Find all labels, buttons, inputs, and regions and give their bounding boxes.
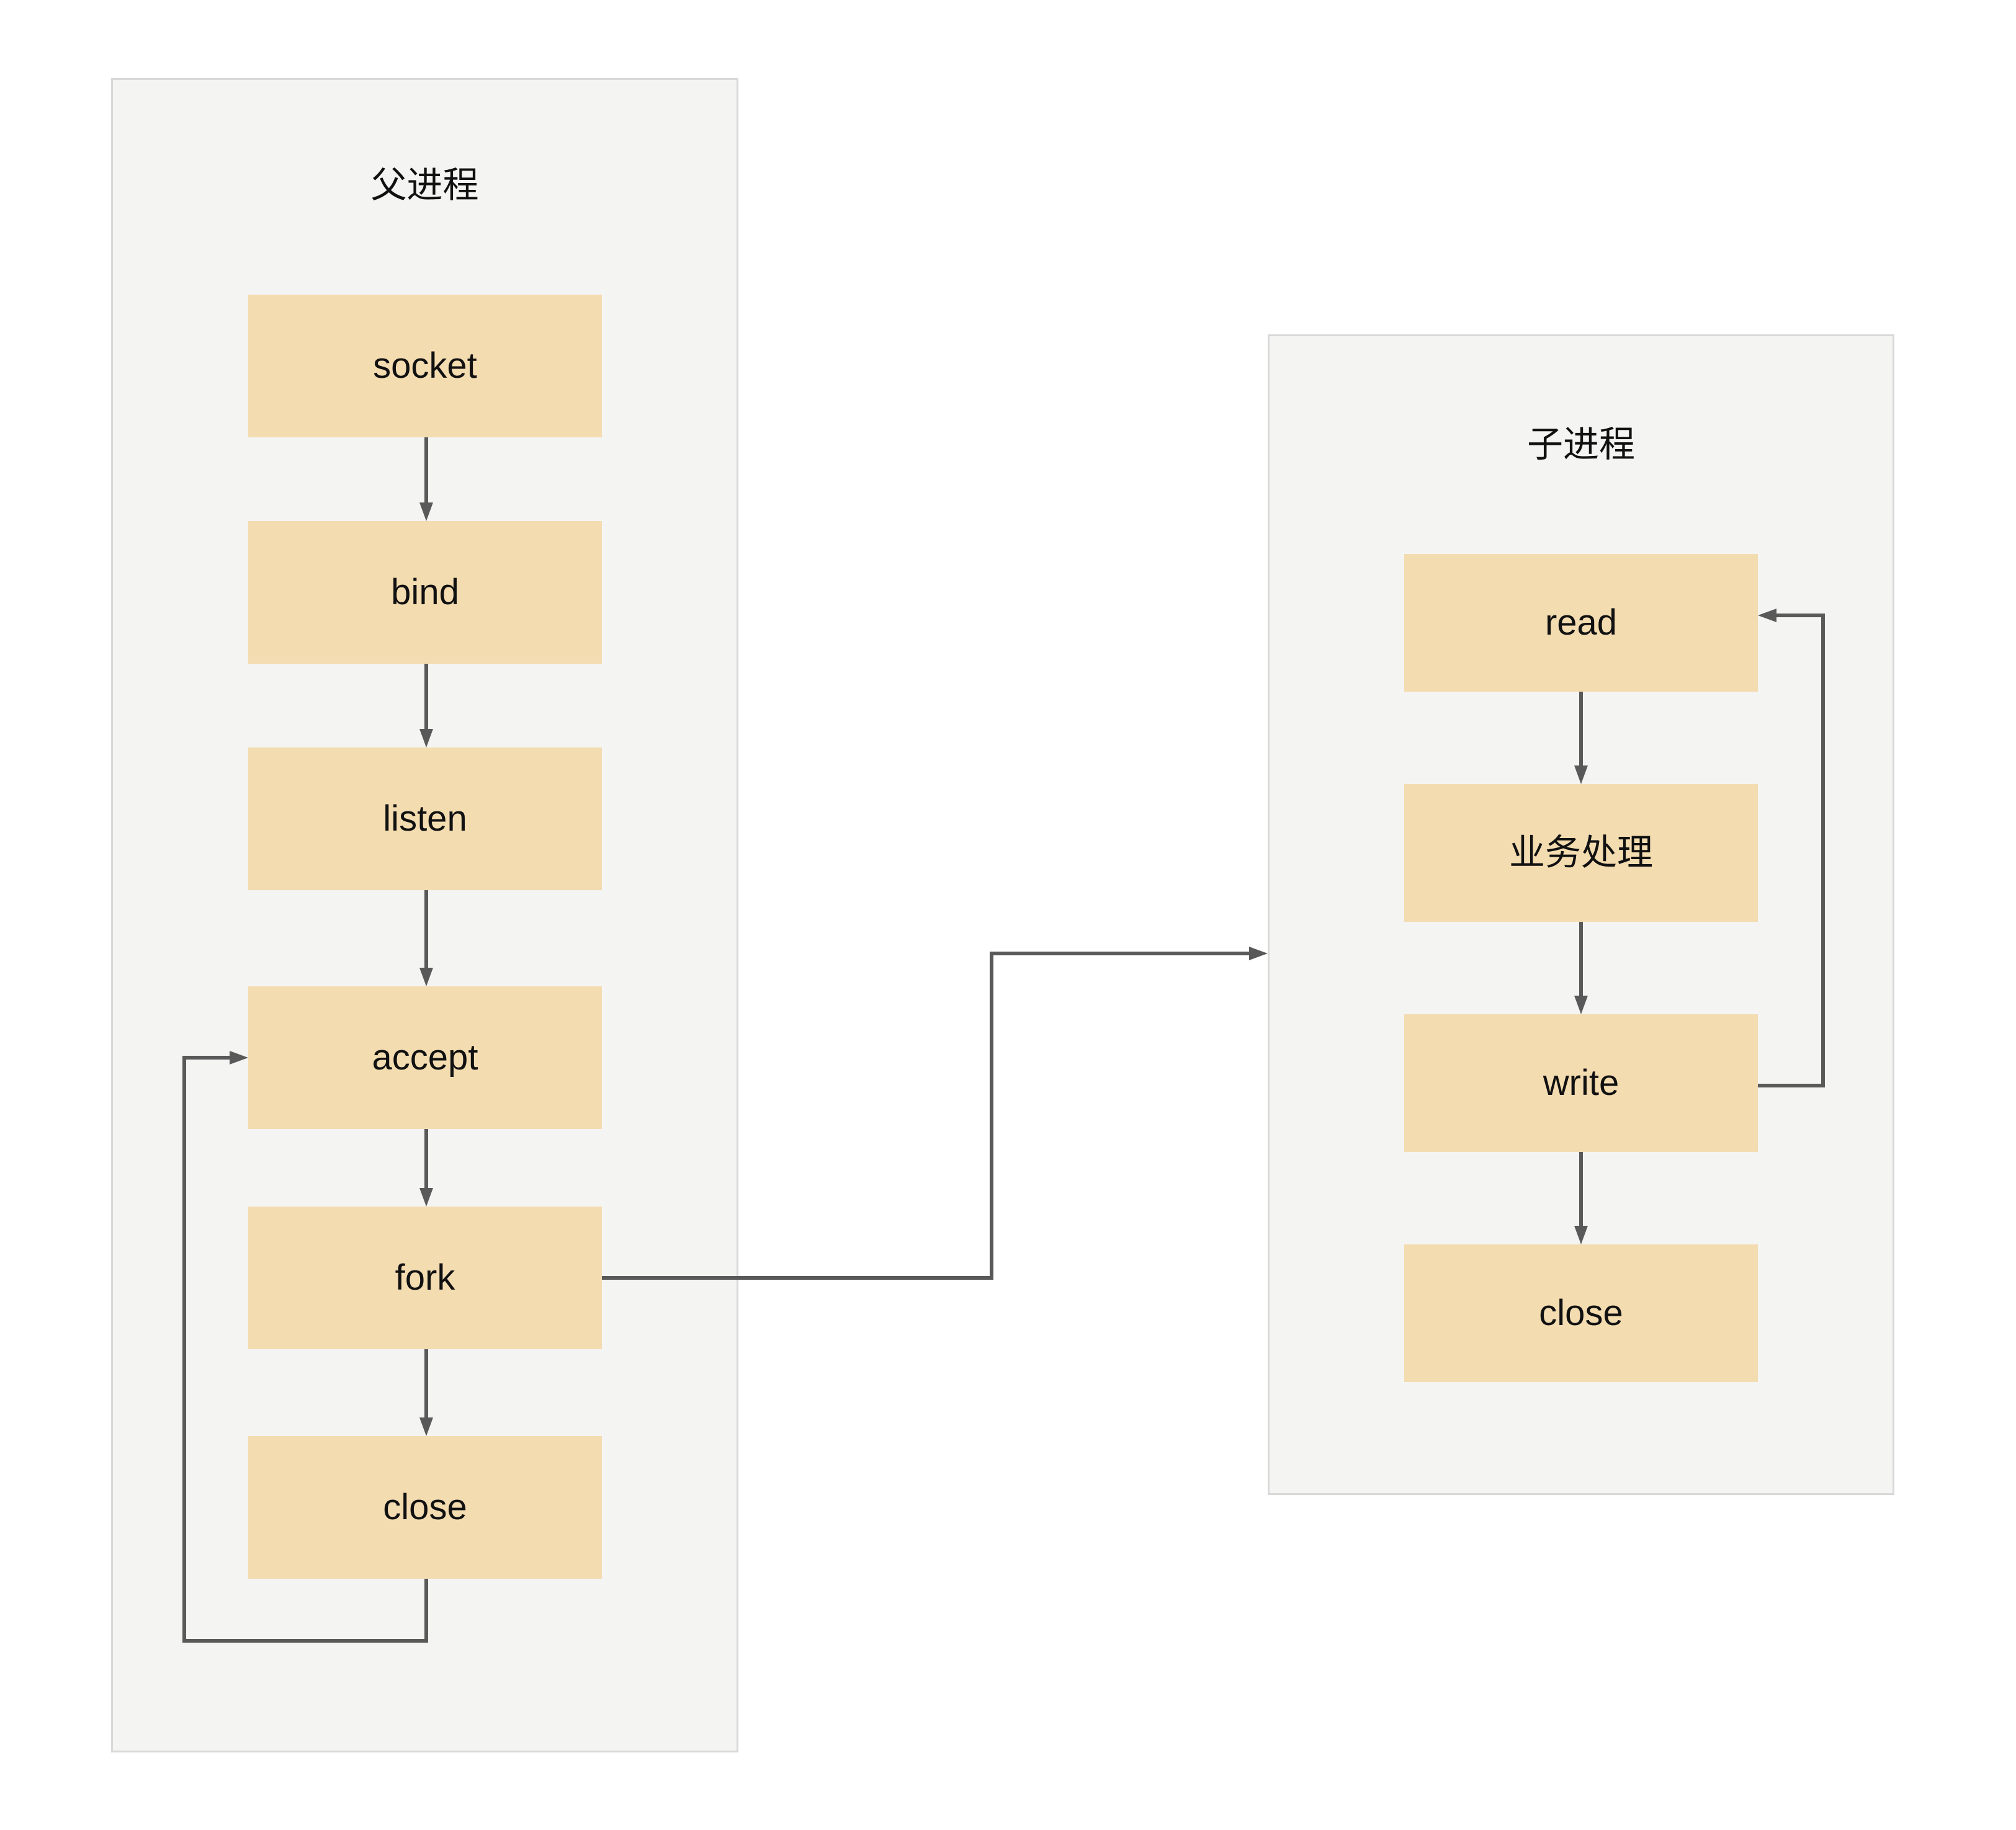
node-socket-label: socket — [373, 346, 477, 386]
node-write-label: write — [1543, 1063, 1620, 1103]
arrow-head-icon — [419, 968, 433, 986]
arrow-head-icon — [230, 1051, 248, 1065]
node-parent-close[interactable]: close — [248, 1436, 602, 1579]
node-bind[interactable]: bind — [248, 521, 602, 664]
node-fork[interactable]: fork — [248, 1207, 602, 1349]
lane-parent-title: 父进程 — [370, 165, 479, 205]
edge-fork-to-child — [602, 947, 1268, 1280]
edge-accept-to-fork — [419, 1129, 433, 1207]
arrow-head-icon — [1249, 947, 1268, 960]
node-bind-label: bind — [391, 572, 459, 612]
lane-child-title: 子进程 — [1526, 424, 1635, 465]
arrow-head-icon — [419, 1417, 433, 1436]
node-read-label: read — [1544, 602, 1618, 643]
arrow-head-icon — [419, 729, 433, 748]
edge-write-loop-read — [1758, 609, 1825, 1087]
node-fork-label: fork — [395, 1257, 455, 1298]
node-listen-label: listen — [383, 798, 467, 839]
node-child-close-label: close — [1539, 1293, 1623, 1333]
node-socket[interactable]: socket — [248, 295, 602, 437]
edge-fork-to-close — [419, 1349, 433, 1436]
arrow-head-icon — [419, 1188, 433, 1207]
node-accept-label: accept — [372, 1037, 478, 1078]
node-accept[interactable]: accept — [248, 986, 602, 1129]
edge-socket-to-bind — [419, 437, 433, 521]
arrow-head-icon — [1574, 765, 1588, 784]
node-business-handling[interactable]: 业务处理 — [1404, 784, 1758, 922]
edge-listen-to-accept — [419, 890, 433, 986]
edge-read-to-handle — [1574, 692, 1588, 784]
node-child-close[interactable]: close — [1404, 1244, 1758, 1382]
node-listen[interactable]: listen — [248, 748, 602, 890]
node-parent-close-label: close — [383, 1487, 467, 1527]
arrow-head-icon — [1574, 996, 1588, 1014]
node-business-handling-label: 业务处理 — [1508, 832, 1653, 873]
edge-bind-to-listen — [419, 664, 433, 748]
edge-write-to-close — [1574, 1152, 1588, 1244]
node-write[interactable]: write — [1404, 1014, 1758, 1152]
arrow-head-icon — [419, 502, 433, 521]
edge-handle-to-write — [1574, 922, 1588, 1014]
node-read[interactable]: read — [1404, 554, 1758, 692]
arrow-head-icon — [1574, 1226, 1588, 1244]
arrow-head-icon — [1758, 609, 1776, 622]
edge-close-loop-accept — [182, 1051, 428, 1643]
